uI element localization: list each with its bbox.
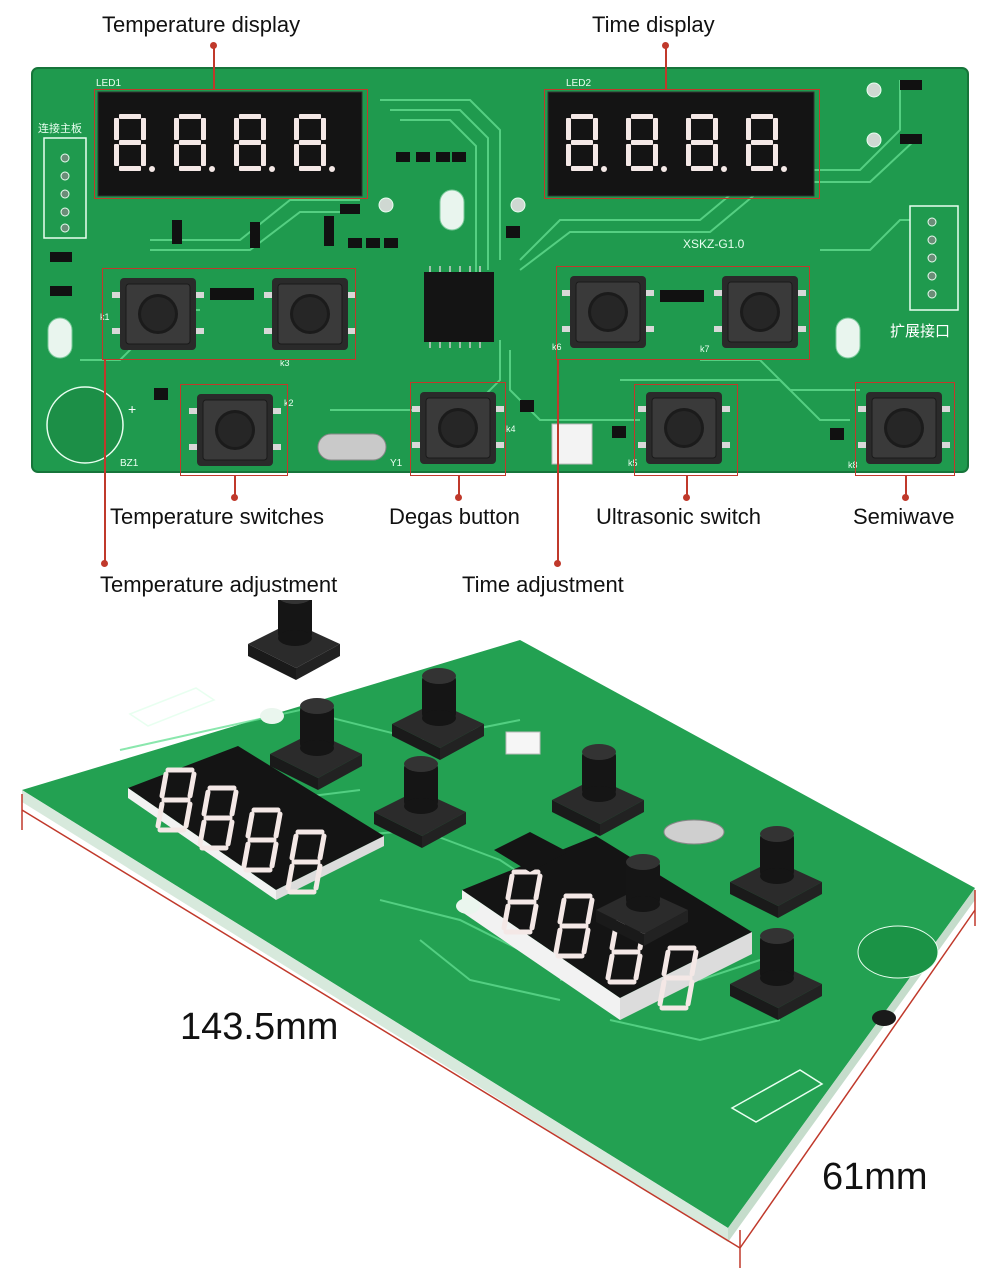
main-connector-label: 连接主板	[38, 121, 82, 135]
callout-degas-button: Degas button	[389, 504, 520, 529]
leader-ultrasonic-switch	[686, 476, 688, 496]
callout-ultrasonic-switch: Ultrasonic switch	[596, 504, 762, 529]
key-label-k3: k3	[280, 358, 290, 368]
highlight-semiwave	[855, 382, 955, 476]
leader-degas-button	[458, 476, 460, 496]
dimension-length: 143.5mm	[180, 1006, 339, 1048]
highlight-temperature-adjustment	[102, 268, 356, 360]
callout-time-display: Time display	[592, 12, 715, 37]
key-label-k1: k1	[100, 312, 110, 322]
dimension-width: 61mm	[822, 1156, 928, 1198]
key-label-k2: k2	[284, 398, 294, 408]
key-label-k5: k5	[628, 458, 638, 468]
leader-time-adjustment	[557, 360, 559, 562]
leader-time-display	[665, 45, 667, 89]
led1-label: LED1	[96, 78, 121, 89]
highlight-degas-button	[410, 382, 506, 476]
crystal-label: Y1	[390, 458, 403, 469]
highlight-temperature-display	[94, 89, 368, 199]
pcb-perspective-view	[21, 600, 976, 1268]
model-label: XSKZ-G1.0	[683, 237, 745, 251]
highlight-ultrasonic-switch	[634, 384, 738, 476]
expansion-port-label: 扩展接口	[890, 323, 950, 340]
leader-temperature-display	[213, 45, 215, 89]
callout-semiwave: Semiwave	[853, 504, 955, 529]
led2-label: LED2	[566, 78, 591, 89]
callout-temperature-switches: Temperature switches	[110, 504, 324, 529]
highlight-time-adjustment	[556, 266, 810, 360]
highlight-time-display	[544, 89, 820, 199]
key-label-k7: k7	[700, 344, 710, 354]
highlight-temperature-switches	[180, 384, 288, 476]
callout-time-adjustment: Time adjustment	[462, 572, 624, 597]
callout-temperature-adjustment: Temperature adjustment	[100, 572, 338, 597]
key-label-k4: k4	[506, 424, 516, 434]
key-label-k8: k8	[848, 460, 858, 470]
callout-temperature-display: Temperature display	[102, 12, 301, 37]
leader-temperature-switches	[234, 476, 236, 496]
leader-semiwave	[905, 476, 907, 496]
leader-temperature-adjustment	[104, 360, 106, 562]
buzzer-label: BZ1	[120, 458, 139, 469]
svg-text:+: +	[128, 401, 136, 417]
